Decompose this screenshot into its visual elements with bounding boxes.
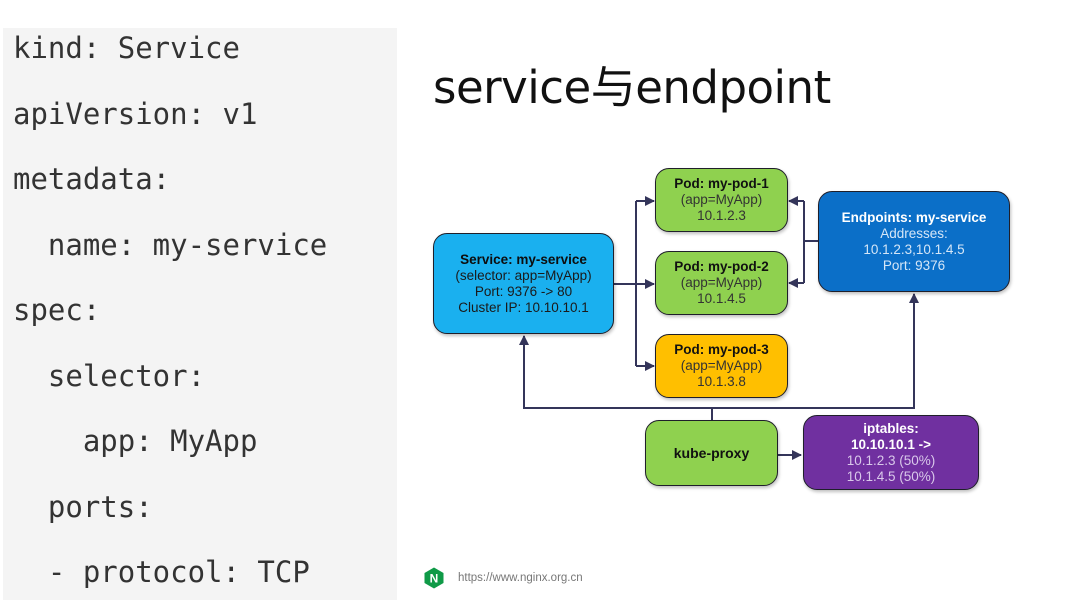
kube-proxy-label: kube-proxy bbox=[673, 445, 750, 461]
service-selector: (selector: app=MyApp) bbox=[455, 267, 592, 283]
yaml-code-panel: kind: Service apiVersion: v1 metadata: n… bbox=[3, 28, 397, 600]
footer: N https://www.nginx.org.cn bbox=[424, 567, 583, 589]
pod-ip: 10.1.3.8 bbox=[697, 374, 746, 389]
footer-url-link[interactable]: https://www.nginx.org.cn bbox=[458, 572, 583, 584]
slide-title: service与endpoint bbox=[433, 61, 831, 114]
code-line: apiVersion: v1 bbox=[13, 97, 258, 131]
pod-ip: 10.1.2.3 bbox=[697, 208, 746, 223]
code-line: metadata: bbox=[13, 162, 171, 196]
pod-box-2: Pod: my-pod-2 (app=MyApp) 10.1.4.5 bbox=[655, 251, 788, 315]
service-cluster-ip: Cluster IP: 10.10.10.1 bbox=[458, 299, 589, 315]
endpoints-title: Endpoints: my-service bbox=[841, 209, 987, 225]
service-box: Service: my-service (selector: app=MyApp… bbox=[433, 233, 614, 334]
pod-label: (app=MyApp) bbox=[680, 192, 763, 207]
code-line: app: MyApp bbox=[13, 424, 258, 458]
service-title: Service: my-service bbox=[460, 251, 587, 267]
code-line: ports: bbox=[13, 490, 153, 524]
pod-box-3: Pod: my-pod-3 (app=MyApp) 10.1.3.8 bbox=[655, 334, 788, 398]
pod-label: (app=MyApp) bbox=[680, 358, 763, 373]
iptables-target-1: 10.1.2.3 (50%) bbox=[846, 452, 936, 468]
service-port: Port: 9376 -> 80 bbox=[474, 283, 573, 299]
code-line: name: my-service bbox=[13, 228, 328, 262]
iptables-target-2: 10.1.4.5 (50%) bbox=[846, 468, 936, 484]
code-line: selector: bbox=[13, 359, 206, 393]
iptables-box: iptables: 10.10.10.1 -> 10.1.2.3 (50%) 1… bbox=[803, 415, 979, 490]
pod-label: (app=MyApp) bbox=[680, 275, 763, 290]
code-line: spec: bbox=[13, 293, 101, 327]
pod-title: Pod: my-pod-1 bbox=[674, 176, 769, 191]
endpoints-addresses: 10.1.2.3,10.1.4.5 bbox=[863, 241, 965, 257]
arrow-proxy-to-service bbox=[519, 335, 712, 409]
arrow-proxy-to-endpoints bbox=[712, 293, 919, 409]
code-line: - protocol: TCP bbox=[13, 555, 310, 589]
pod-title: Pod: my-pod-3 bbox=[674, 342, 769, 357]
code-line: kind: Service bbox=[13, 31, 240, 65]
kube-proxy-box: kube-proxy bbox=[645, 420, 778, 486]
pod-box-1: Pod: my-pod-1 (app=MyApp) 10.1.2.3 bbox=[655, 168, 788, 232]
endpoints-box: Endpoints: my-service Addresses: 10.1.2.… bbox=[818, 191, 1010, 292]
pod-title: Pod: my-pod-2 bbox=[674, 259, 769, 274]
nginx-logo-letter: N bbox=[430, 572, 439, 586]
nginx-logo-icon: N bbox=[424, 567, 444, 589]
iptables-title: iptables: bbox=[863, 420, 919, 436]
endpoints-port: Port: 9376 bbox=[882, 257, 946, 273]
iptables-rule: 10.10.10.1 -> bbox=[851, 436, 931, 452]
endpoints-addresses-label: Addresses: bbox=[880, 225, 948, 241]
pod-ip: 10.1.4.5 bbox=[697, 291, 746, 306]
